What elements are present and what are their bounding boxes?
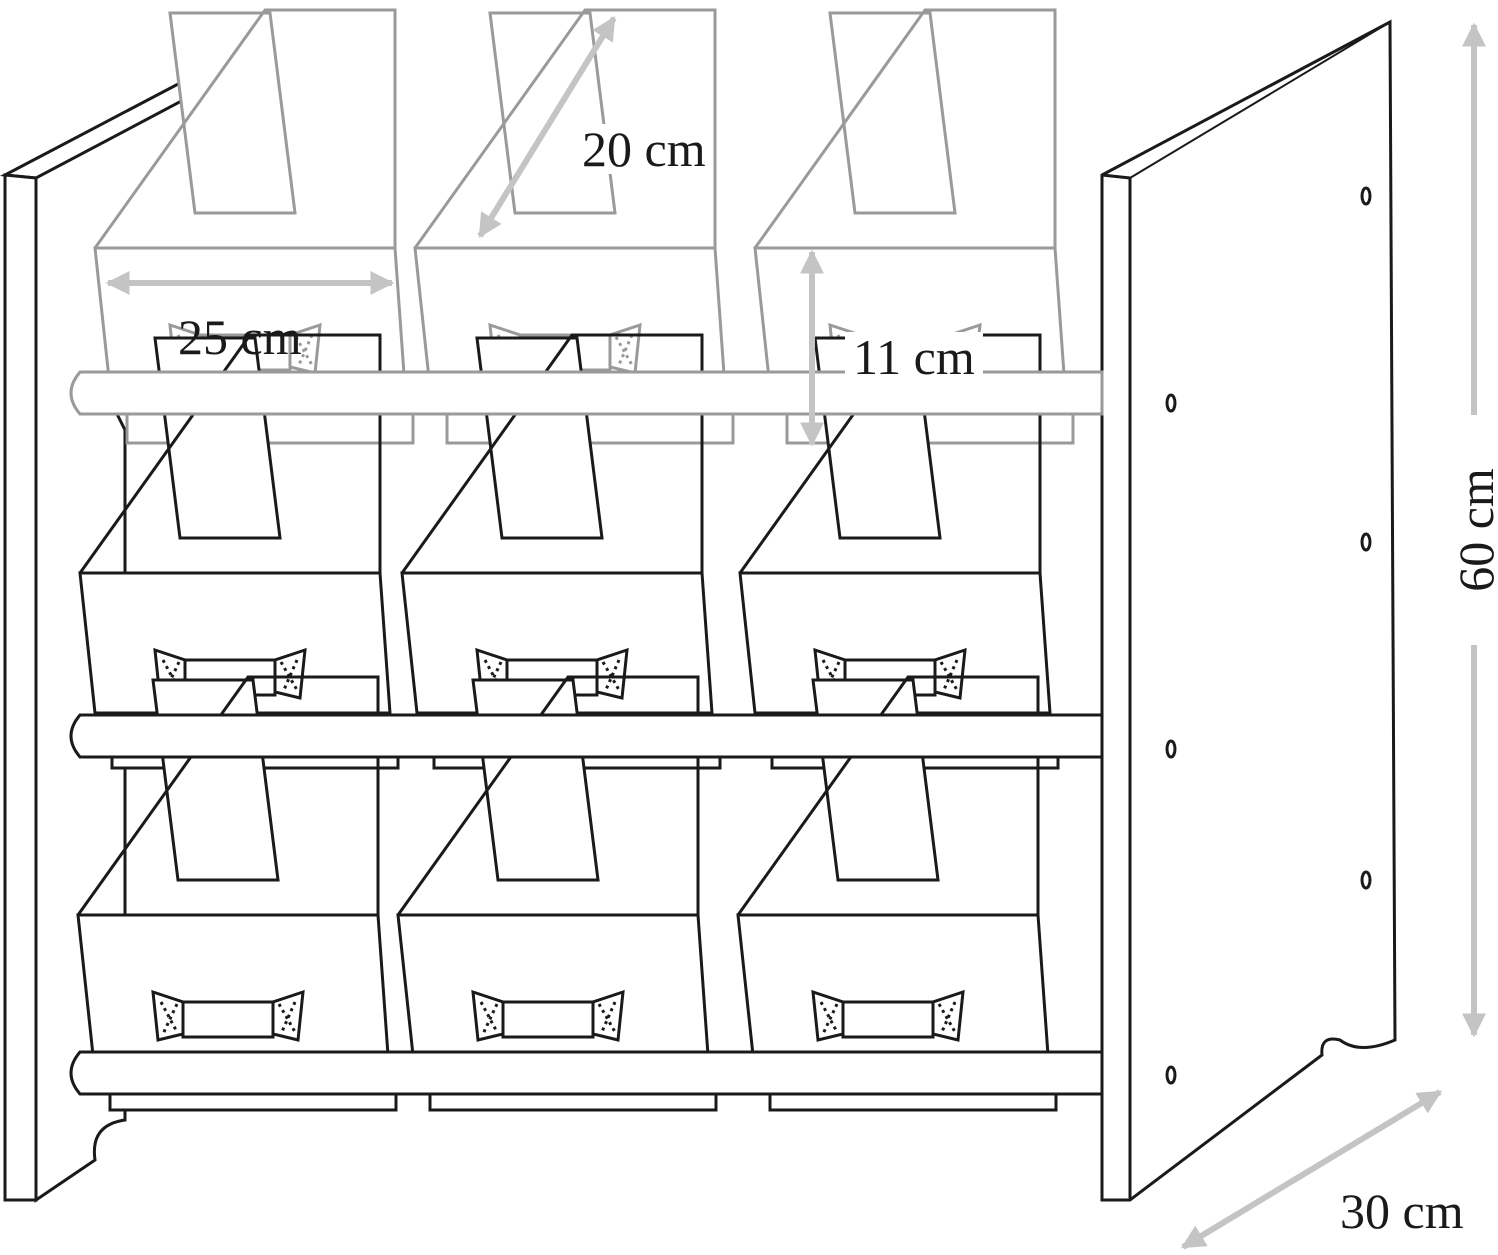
total-depth-arrow bbox=[1180, 1089, 1443, 1250]
total-height-label: 60 cm bbox=[1448, 468, 1498, 592]
depth-arrow bbox=[477, 15, 617, 239]
hole-1 bbox=[1360, 186, 1372, 206]
total-depth-label: 30 cm bbox=[1340, 1183, 1464, 1239]
bin-width-label: 25 cm bbox=[178, 309, 302, 365]
bin-height-label: 11 cm bbox=[845, 332, 983, 382]
hole-3 bbox=[1360, 532, 1372, 552]
storage-bins bbox=[76, 8, 1075, 1112]
rail-2 bbox=[69, 713, 1104, 759]
bin-side-edge bbox=[76, 675, 380, 916]
bin-back-wall bbox=[828, 11, 957, 215]
bin-handle bbox=[471, 989, 625, 1042]
bin-side-edge bbox=[753, 8, 1057, 249]
bin-side-edge bbox=[396, 675, 700, 916]
front-rails bbox=[69, 370, 1104, 1096]
hole-4 bbox=[1165, 739, 1177, 759]
bin-handle bbox=[151, 989, 305, 1042]
hole-2 bbox=[1165, 393, 1177, 413]
right-side-panel bbox=[1100, 19, 1397, 1202]
rail-1 bbox=[69, 370, 1104, 416]
dimension-arrows bbox=[105, 15, 1486, 1250]
bin-side-edge bbox=[93, 8, 397, 249]
panel-holes bbox=[1165, 186, 1372, 1085]
bin-back-wall bbox=[168, 11, 297, 215]
bin-handle bbox=[811, 989, 965, 1042]
bin-side-edge bbox=[78, 333, 382, 574]
bin-side-edge bbox=[736, 675, 1040, 916]
bin-depth-label: 20 cm bbox=[582, 121, 706, 177]
hole-5 bbox=[1360, 870, 1372, 890]
rail-3 bbox=[69, 1050, 1104, 1096]
bin-side-edge bbox=[400, 333, 704, 574]
hole-6 bbox=[1165, 1065, 1177, 1085]
